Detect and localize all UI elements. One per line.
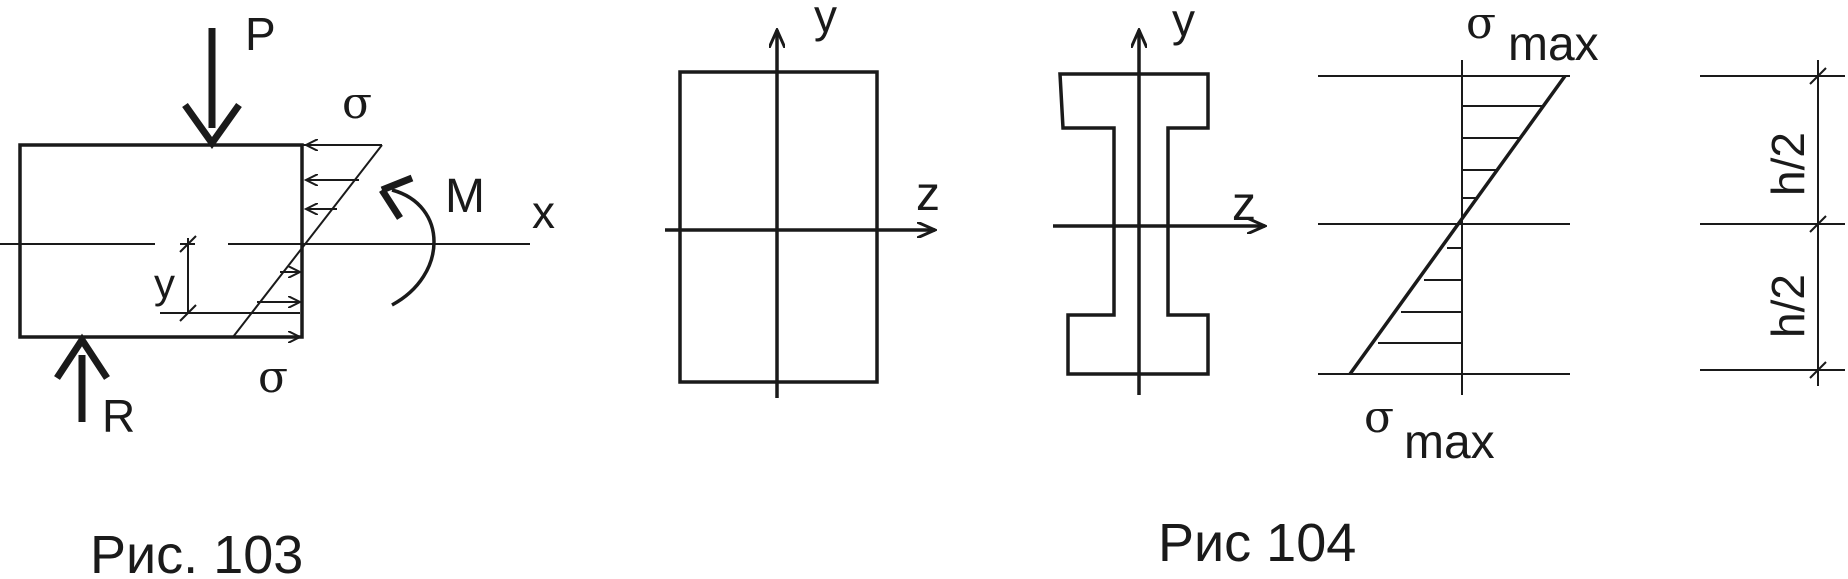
- fig104-rect-section: y z: [665, 0, 940, 398]
- fig103-force-p-label: P: [245, 8, 276, 60]
- fig103-compressive-stress-arrows: [306, 145, 382, 209]
- fig103-moment-arrow: [379, 174, 436, 307]
- fig103-sigma-top-label: σ: [342, 78, 372, 129]
- fig103-y-dimension: [160, 235, 300, 322]
- fig104-half-height-top-label: h/2: [1762, 132, 1814, 196]
- fig103-beam-segment: [18, 143, 304, 339]
- fig104-ibeam-y-label: y: [1172, 0, 1195, 46]
- fig103-moment-label: M: [445, 170, 485, 223]
- fig104-stress-distribution-line: [1348, 74, 1567, 376]
- fig104-sigma-max-bottom-symbol: σ: [1364, 392, 1394, 443]
- fig104-rect-z-label: z: [916, 168, 940, 221]
- fig104-ibeam-outline: [1058, 72, 1210, 376]
- fig104-height-dimensions: h/2 h/2: [1700, 60, 1845, 386]
- fig104-rect-y-label: y: [814, 0, 837, 42]
- fig103-tensile-stress-arrows: [233, 272, 300, 337]
- fig103-reaction-r-label: R: [102, 390, 135, 442]
- fig103-stress-distribution-line: [232, 144, 383, 338]
- fig103-caption: Рис. 103: [90, 525, 303, 579]
- fig104-ibeam-z-label: z: [1232, 178, 1256, 231]
- fig104-stress-hatching: [1378, 105, 1543, 344]
- fig104-half-height-bottom-label: h/2: [1762, 274, 1814, 338]
- fig103-force-p-arrow: [182, 28, 242, 150]
- fig104-stress-diagram: σ max σ max: [1318, 0, 1599, 469]
- fig103-y-label: y: [154, 260, 175, 307]
- fig104-caption: Рис 104: [1158, 513, 1356, 573]
- fig103-sigma-bottom-label: σ: [258, 352, 288, 403]
- fig104-sigma-max-top-subscript: max: [1508, 18, 1599, 71]
- fig103-reaction-r-arrow: [54, 333, 110, 422]
- fig103-x-axis-label: x: [532, 186, 555, 238]
- fig104-sigma-max-top-symbol: σ: [1466, 0, 1496, 49]
- fig104-sigma-max-bottom-subscript: max: [1404, 416, 1495, 469]
- fig103-beam-diagram: P R y σ σ: [0, 8, 555, 579]
- fig104-ibeam-section: y z: [1053, 0, 1265, 395]
